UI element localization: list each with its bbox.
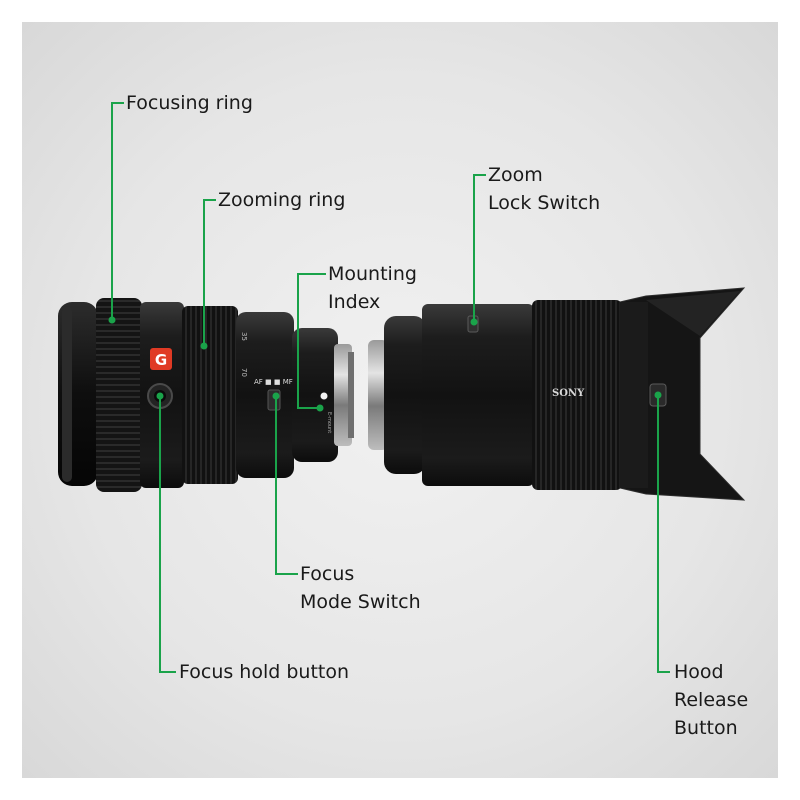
right-lens: SONY: [368, 287, 746, 501]
label-hood-release-button: Hood Release Button: [674, 661, 749, 739]
callout-line-mounting-index: [297, 273, 326, 409]
label-zooming-ring: Zooming ring: [218, 189, 346, 211]
label-focus-mode-switch: Focus Mode Switch: [300, 563, 421, 613]
af-mf-marking: AF ■ ■ MF: [254, 378, 293, 386]
focus-mode-switch-shape: [267, 389, 281, 411]
focusing-ring: [96, 298, 142, 492]
callout-line-zooming-ring: [203, 199, 216, 344]
right-barrel: [422, 304, 534, 486]
callout-line-focusing-ring: [111, 102, 124, 318]
right-rear-barrel: [384, 316, 426, 474]
callout-dots: [108, 316, 662, 412]
right-ring: [532, 300, 622, 490]
left-lens: G 70 35 AF ■ ■ MF E-mount: [58, 298, 354, 492]
g-badge-text: G: [155, 351, 167, 369]
callout-line-zoom-lock-switch: [473, 174, 486, 320]
left-mount: [334, 344, 352, 446]
left-rear-barrel: [236, 312, 294, 478]
zooming-ring: [182, 306, 238, 484]
sony-logo: SONY: [552, 388, 585, 399]
callout-line-hood-release-button: [657, 395, 670, 673]
right-mount: [368, 340, 388, 450]
label-mounting-index: Mounting Index: [328, 263, 417, 313]
label-focusing-ring: Focusing ring: [126, 92, 253, 114]
callout-line-focus-mode-switch: [275, 398, 298, 575]
callout-line-focus-hold-button: [159, 396, 176, 673]
focal-mark-70: 70: [240, 368, 248, 377]
label-focus-hold-button: Focus hold button: [179, 661, 350, 683]
callout-lines: [111, 102, 670, 673]
focal-mark-35: 35: [240, 332, 248, 341]
mount-marking: E-mount: [326, 412, 332, 433]
mounting-index-dot: [320, 392, 328, 400]
label-zoom-lock-switch: Zoom Lock Switch: [488, 164, 601, 214]
g-badge: [150, 348, 172, 370]
lens-hood: [619, 287, 746, 501]
